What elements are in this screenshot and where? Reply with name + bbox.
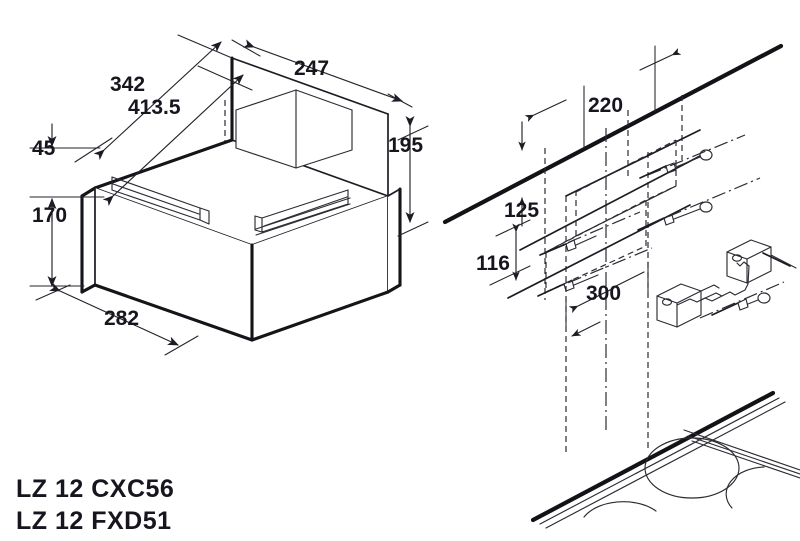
fixing-screws-group (537, 134, 785, 319)
dimension-282: 282 (104, 307, 139, 330)
hob-burner (583, 501, 657, 518)
fixing-screw (699, 281, 785, 319)
dimension-45: 45 (32, 137, 56, 160)
left-dimension-set: 342 413.5 247 45 170 195 282 (29, 34, 429, 356)
dimension-195: 195 (388, 134, 423, 157)
hob-burner (725, 466, 765, 509)
right-installation-drawing (442, 43, 800, 529)
fixing-screw (637, 177, 761, 231)
dimension-125: 125 (504, 199, 539, 222)
vertical-construction-lines (544, 95, 683, 455)
model-label-secondary: LZ 12 FXD51 (16, 507, 172, 535)
mounting-bracket (656, 239, 797, 328)
dimension-116: 116 (476, 252, 510, 275)
fixing-screw (539, 211, 641, 256)
dimension-170: 170 (32, 204, 67, 227)
dimension-220: 220 (588, 94, 623, 117)
hob-burner (644, 437, 740, 499)
model-label-primary: LZ 12 CXC56 (16, 475, 174, 503)
cooktop-hob (530, 390, 800, 529)
fixing-screw (537, 247, 653, 297)
fixing-screw (639, 134, 746, 179)
dimension-342: 342 (110, 73, 145, 96)
model-label-block: LZ 12 CXC56 LZ 12 FXD51 (16, 475, 174, 535)
right-dimension-set: 220 125 116 300 (476, 45, 682, 337)
dimension-300: 300 (586, 282, 621, 305)
wall-edge-line (442, 43, 784, 225)
dimension-413-5: 413.5 (128, 96, 181, 119)
dimension-247: 247 (294, 57, 329, 80)
